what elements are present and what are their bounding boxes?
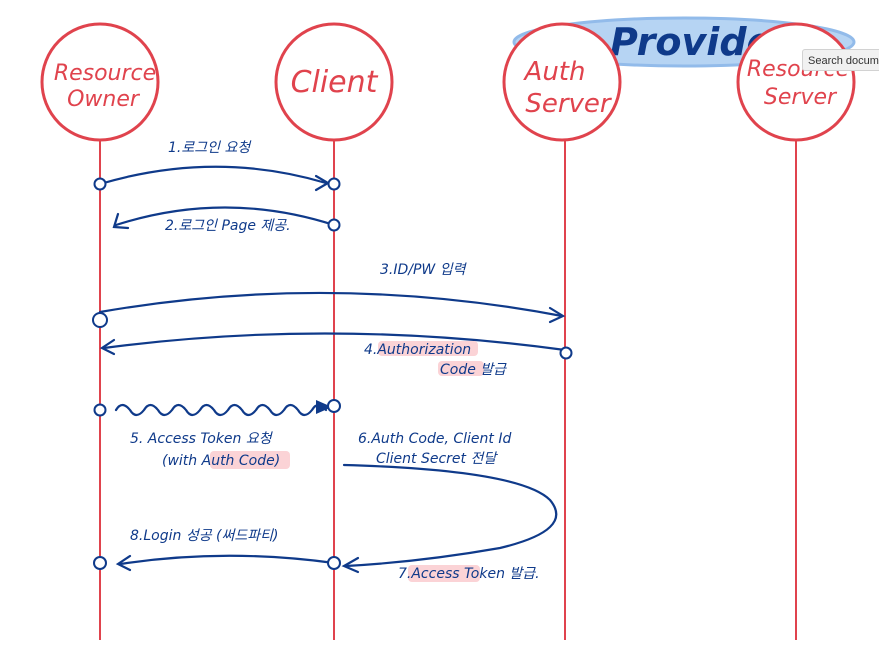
arrow-step-5 — [114, 403, 328, 417]
step-5-label-line1: 5. Access Token 요청 — [130, 431, 274, 447]
actor-auth-server-line2: Server — [525, 89, 613, 119]
actor-resource-owner: Resource Owner — [40, 22, 160, 640]
actor-client: Client — [274, 22, 394, 640]
step-1-label: 1.로그인 요청 — [168, 140, 252, 156]
actor-resource-server-line2: Server — [764, 85, 838, 110]
actor-auth-server-line1: Auth — [523, 57, 586, 87]
arrow-step-2 — [114, 206, 336, 227]
arrow-step-8 — [118, 554, 336, 566]
actor-resource-server: Resource Server — [736, 22, 856, 640]
actor-resource-owner-line1: Resource — [54, 61, 156, 86]
step-2-label: 2.로그인 Page 제공. — [165, 218, 291, 234]
step-6-label-line1: 6.Auth Code, Client Id — [358, 431, 511, 447]
step-4-label-line2: Code 발급 — [440, 362, 507, 378]
step-3-label: 3.ID/PW 입력 — [380, 262, 467, 278]
arrow-step-6-7 — [342, 463, 558, 568]
step-7-label: 7.Access Token 발급. — [398, 566, 540, 582]
actor-auth-server: Auth Server — [502, 22, 622, 640]
step-6-label-line2: Client Secret 전달 — [376, 451, 498, 467]
arrow-step-5-head — [316, 400, 332, 414]
highlight-auth-code — [210, 451, 290, 469]
arrow-step-4 — [102, 332, 567, 352]
highlight-code — [438, 361, 484, 376]
arrow-step-3 — [98, 291, 564, 318]
arrow-step-1 — [98, 165, 328, 186]
actor-client-line1: Client — [291, 65, 379, 100]
step-8-label: 8.Login 성공 (써드파티) — [130, 528, 278, 544]
step-4-label-line1: 4.Authorization — [364, 342, 471, 358]
highlight-access-token — [408, 565, 480, 582]
actor-resource-owner-line2: Owner — [67, 87, 141, 112]
step-5-label-line2: (with Auth Code) — [162, 453, 280, 469]
search-tooltip: Search docum — [802, 49, 879, 71]
highlight-authorization — [378, 341, 478, 356]
